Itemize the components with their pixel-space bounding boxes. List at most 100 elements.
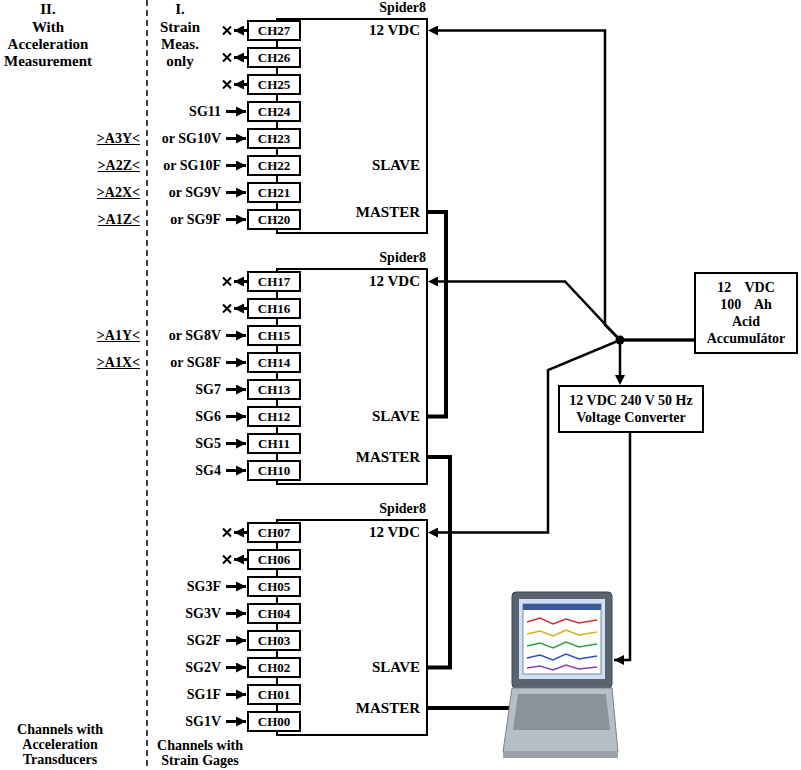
channel-name: CH22 [258, 157, 291, 174]
channel-name: CH13 [258, 381, 291, 398]
channel-box: CH00 [247, 711, 301, 732]
column-divider [146, 0, 148, 770]
signal-name: SG7 [195, 381, 221, 398]
channel-name: CH17 [258, 273, 291, 290]
channel-box: CH25 [247, 74, 301, 95]
channel-box: CH05 [247, 576, 301, 597]
channel-name: CH06 [258, 551, 291, 568]
signal-name: SG2F [187, 632, 221, 649]
input-arrow [226, 612, 246, 615]
column-caption: Channels with Strain Gages [150, 738, 250, 768]
unused-arrow [234, 29, 247, 32]
input-arrow [226, 639, 246, 642]
unused-arrow [234, 558, 247, 561]
channel-box: CH23 [247, 128, 301, 149]
screen-trace [527, 618, 597, 624]
signal-name: >A1Z< [98, 211, 140, 228]
signal-name: or SG9F [170, 211, 221, 228]
signal-name: >A2Z< [98, 157, 140, 174]
channel-box: CH26 [247, 47, 301, 68]
channel-box: CH20 [247, 209, 301, 230]
channel-name: CH05 [258, 578, 291, 595]
signal-name: or SG10V [162, 130, 221, 147]
input-arrow [226, 137, 246, 140]
power-wire [432, 340, 694, 533]
battery-box: 12 VDC 100 Ah Acid Accumulátor [694, 272, 798, 354]
laptop-screen [519, 599, 605, 679]
box-text: 12 VDC 240 V 50 Hz Voltage Converter [564, 392, 698, 426]
column-caption: Channels with Acceleration Transducers [2, 722, 118, 767]
channel-box: CH15 [247, 325, 301, 346]
input-arrow [226, 469, 246, 472]
input-arrow [226, 388, 246, 391]
laptop-edge [503, 752, 618, 758]
channel-name: CH25 [258, 76, 291, 93]
input-arrow [226, 361, 246, 364]
channel-box: CH10 [247, 460, 301, 481]
channel-name: CH15 [258, 327, 291, 344]
port-label: SLAVE [372, 408, 420, 425]
unused-channel-marks [223, 27, 247, 564]
channel-box: CH14 [247, 352, 301, 373]
signal-name: SG1V [185, 713, 221, 730]
unused-cross [223, 81, 231, 89]
channel-box: CH16 [247, 298, 301, 319]
unused-cross [223, 556, 231, 564]
channel-box: CH06 [247, 549, 301, 570]
channel-box: CH24 [247, 101, 301, 122]
channel-name: CH10 [258, 462, 291, 479]
data-cable [428, 457, 450, 668]
input-arrow [226, 164, 246, 167]
channel-name: CH00 [258, 713, 291, 730]
port-label: MASTER [356, 700, 420, 717]
channel-name: CH03 [258, 632, 291, 649]
signal-name: or SG8V [169, 327, 221, 344]
signal-name: SG1F [187, 686, 221, 703]
signal-name: SG4 [195, 462, 221, 479]
unused-cross [223, 305, 231, 313]
channel-name: CH24 [258, 103, 291, 120]
port-label: SLAVE [372, 659, 420, 676]
signal-name: SG2V [185, 659, 221, 676]
channel-name: CH11 [258, 435, 290, 452]
unused-arrow [234, 56, 247, 59]
signal-name: or SG8F [170, 354, 221, 371]
unused-cross [223, 27, 231, 35]
converter-box: 12 VDC 240 V 50 Hz Voltage Converter [558, 385, 704, 433]
channel-name: CH27 [258, 22, 291, 39]
input-arrow [226, 720, 246, 723]
channel-name: CH01 [258, 686, 291, 703]
screen-window [523, 604, 601, 674]
unit-name: Spider8 [379, 249, 426, 266]
laptop-keyboard [513, 694, 610, 730]
screen-trace [527, 654, 597, 660]
input-arrow [226, 218, 246, 221]
column-heading: I. [150, 1, 210, 18]
signal-name: or SG9V [169, 184, 221, 201]
input-arrow [226, 110, 246, 113]
channel-box: CH04 [247, 603, 301, 624]
power-wire [432, 31, 694, 341]
unused-cross [223, 278, 231, 286]
unused-arrow [234, 307, 247, 310]
channel-name: CH26 [258, 49, 291, 66]
screen-trace [527, 642, 597, 648]
unit-name: Spider8 [379, 0, 426, 16]
laptop-lid [512, 592, 612, 688]
signal-name: SG3F [187, 578, 221, 595]
channel-name: CH20 [258, 211, 291, 228]
channel-box: CH27 [247, 20, 301, 41]
power-wire [432, 282, 694, 341]
power-wire [620, 340, 694, 381]
channel-box: CH22 [247, 155, 301, 176]
channel-box: CH03 [247, 630, 301, 651]
master-cable [420, 706, 514, 710]
channel-box: CH07 [247, 522, 301, 543]
input-arrows [226, 112, 246, 722]
input-arrow [226, 666, 246, 669]
laptop-base [503, 688, 618, 752]
channel-box: CH11 [247, 433, 301, 454]
unit-name: Spider8 [379, 500, 426, 517]
channel-name: CH14 [258, 354, 291, 371]
input-arrow [226, 693, 246, 696]
